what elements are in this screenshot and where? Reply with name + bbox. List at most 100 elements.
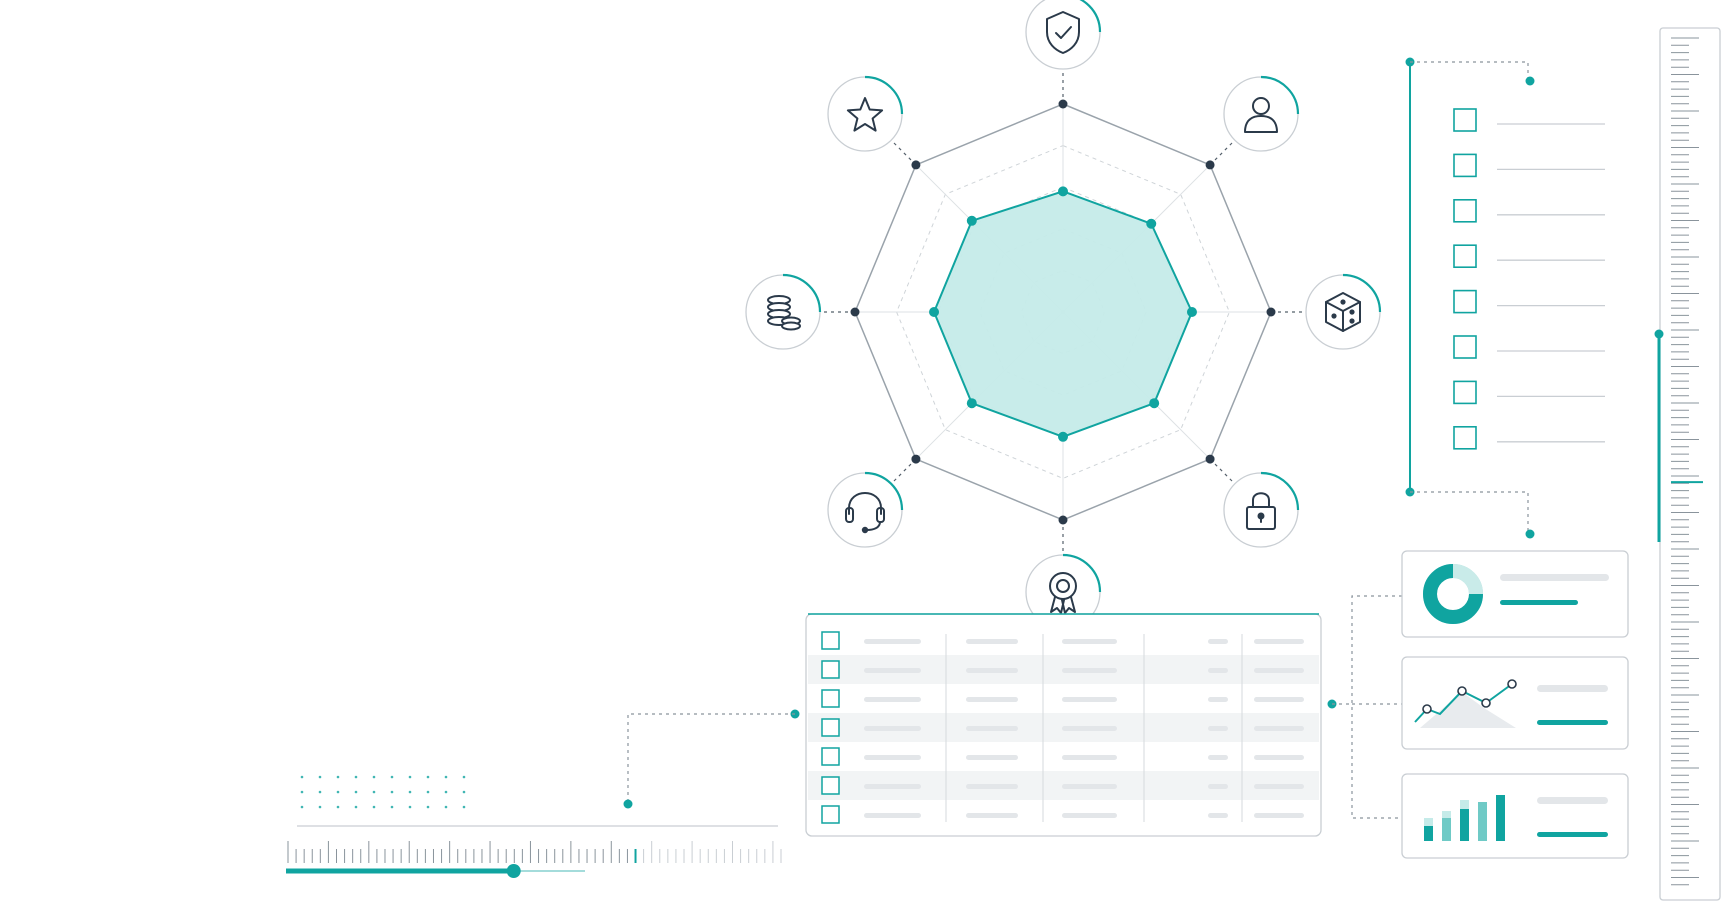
row-checkbox[interactable] <box>821 747 840 766</box>
checklist-panel <box>1405 57 1605 539</box>
timeline-slider[interactable] <box>286 775 782 878</box>
table-cell <box>1254 755 1304 760</box>
radar-badge[interactable] <box>1223 471 1300 548</box>
data-table <box>623 613 1352 837</box>
radar-point <box>1058 186 1068 197</box>
table-row[interactable] <box>821 631 1304 650</box>
checklist-item[interactable] <box>1453 108 1605 132</box>
checkbox[interactable] <box>1453 289 1477 314</box>
row-checkbox[interactable] <box>821 718 840 737</box>
table-cell <box>1208 784 1228 789</box>
radar-vertex <box>1205 160 1215 170</box>
radar-point <box>1058 431 1068 442</box>
checkbox[interactable] <box>1453 425 1477 450</box>
row-checkbox[interactable] <box>821 776 840 795</box>
donut-chart-icon <box>1423 564 1483 624</box>
summary-card-bars <box>1401 773 1629 859</box>
radar-vertex <box>1266 307 1276 317</box>
table-cell <box>1208 726 1228 731</box>
dot-grid <box>300 775 466 809</box>
checklist-item[interactable] <box>1453 153 1605 178</box>
radar-vertex <box>1058 99 1068 109</box>
table-row[interactable] <box>821 805 1304 824</box>
table-cell <box>864 784 921 789</box>
radar-point <box>966 398 977 409</box>
table-cell <box>1062 755 1117 760</box>
radar-vertex <box>911 454 921 464</box>
checklist-item[interactable] <box>1453 244 1605 268</box>
radar-connector <box>1209 458 1236 485</box>
table-cell <box>1062 639 1117 644</box>
summary-card-donut <box>1401 550 1629 638</box>
table-cell <box>1254 784 1304 789</box>
row-checkbox[interactable] <box>821 805 840 824</box>
radar-badge[interactable] <box>827 471 904 548</box>
checkbox[interactable] <box>1453 199 1477 223</box>
radar-badge[interactable] <box>745 273 822 350</box>
table-cell <box>1062 726 1117 731</box>
radar-badge[interactable] <box>1025 553 1102 630</box>
table-row[interactable] <box>808 655 1319 684</box>
table-cell <box>1208 668 1228 673</box>
table-cell <box>966 755 1018 760</box>
radar-ring <box>896 145 1230 479</box>
table-row[interactable] <box>808 771 1319 800</box>
row-checkbox[interactable] <box>821 631 840 650</box>
table-cell <box>966 813 1018 818</box>
radar-connector <box>1209 139 1236 166</box>
radar-badge[interactable] <box>1305 273 1382 350</box>
table-cell <box>1254 726 1304 731</box>
checklist-item[interactable] <box>1453 335 1605 359</box>
table-cell <box>864 813 921 818</box>
row-checkbox[interactable] <box>821 689 840 708</box>
table-cell <box>1254 639 1304 644</box>
table-row[interactable] <box>821 689 1304 708</box>
checkbox[interactable] <box>1453 108 1477 132</box>
table-cell <box>1062 813 1117 818</box>
table-cell <box>864 726 921 731</box>
table-cell <box>1208 755 1228 760</box>
shield-check-icon <box>1046 11 1080 54</box>
checklist-item[interactable] <box>1453 425 1605 450</box>
table-row[interactable] <box>821 747 1304 766</box>
ruler-handle[interactable] <box>1654 329 1664 339</box>
summary-card-line <box>1401 656 1629 750</box>
row-checkbox[interactable] <box>821 660 840 679</box>
table-cell <box>864 697 921 702</box>
table-cell <box>966 784 1018 789</box>
radar-connector <box>890 139 917 166</box>
checkbox[interactable] <box>1453 153 1477 178</box>
star-icon <box>846 97 884 132</box>
vertical-ruler[interactable] <box>1654 27 1721 901</box>
table-row[interactable] <box>808 713 1319 742</box>
checkbox[interactable] <box>1453 380 1477 405</box>
radar-point <box>1146 218 1157 229</box>
summary-cards <box>1351 550 1629 859</box>
checklist-item[interactable] <box>1453 380 1605 405</box>
table-cell <box>966 668 1018 673</box>
table-cell <box>1254 813 1304 818</box>
slider-handle[interactable] <box>506 864 521 878</box>
checkbox[interactable] <box>1453 244 1477 268</box>
radar-vertex <box>1058 515 1068 525</box>
checklist-item[interactable] <box>1453 289 1605 314</box>
table-cell <box>1208 639 1228 644</box>
radar-point <box>966 215 977 226</box>
radar-vertex <box>1205 454 1215 464</box>
radar-point <box>1186 307 1197 317</box>
checklist-item[interactable] <box>1453 199 1605 223</box>
radar-point <box>929 307 940 317</box>
checkbox[interactable] <box>1453 335 1477 359</box>
table-cell <box>1208 813 1228 818</box>
radar-connector <box>890 458 917 485</box>
radar-badge[interactable] <box>827 75 904 152</box>
radar-badge[interactable] <box>1025 0 1102 70</box>
bar-chart-icon <box>1424 795 1505 841</box>
radar-badge[interactable] <box>1223 75 1300 152</box>
table-cell <box>864 755 921 760</box>
table-cell <box>1062 668 1117 673</box>
dice-icon <box>1325 292 1361 332</box>
radar-point <box>1149 398 1160 409</box>
table-cell <box>1208 697 1228 702</box>
